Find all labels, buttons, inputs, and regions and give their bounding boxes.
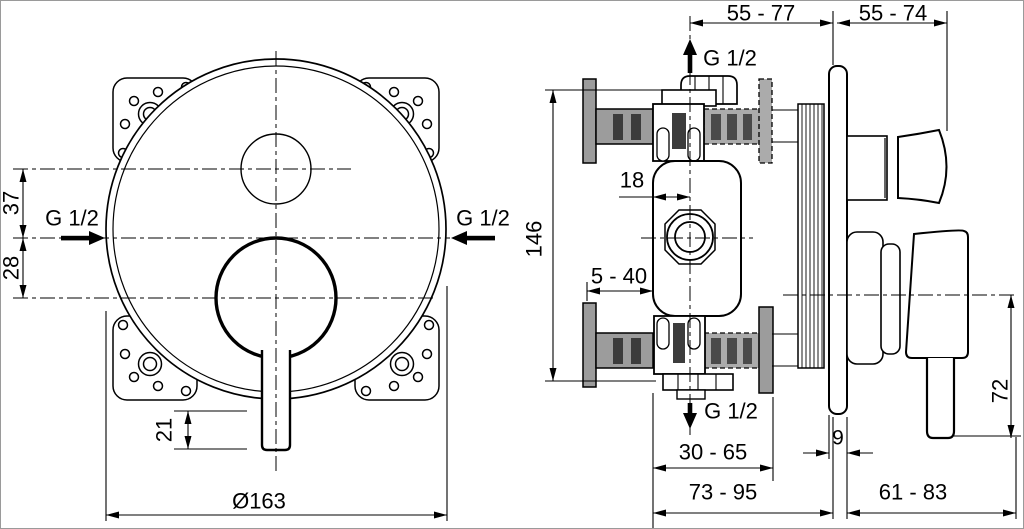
dim-total-depth-rear (653, 417, 834, 519)
escutcheon-plate (828, 65, 848, 415)
dim-72-label: 72 (988, 379, 1013, 403)
dim-61-83-label: 61 - 83 (879, 480, 948, 505)
outlet-top-label: G 1/2 (703, 46, 757, 71)
handle-grip (904, 229, 969, 359)
bottom-port-assembly (582, 302, 798, 400)
top-left-pipe (595, 108, 654, 145)
inlet-left-label: G 1/2 (45, 206, 99, 231)
dim-total-projection (846, 417, 1017, 519)
side-centerlines (689, 16, 1017, 435)
outlet-arrow-top (683, 39, 697, 73)
bottom-left-pipe (595, 332, 654, 369)
dim-rough-in-depth (652, 393, 774, 528)
front-view: 37 28 21 Ø163 G 1/2 G 1/ (1, 51, 510, 521)
dim-21-label: 21 (152, 418, 177, 442)
side-view: 55 - 77 55 - 74 G 1/2 G 1/2 1 (522, 1, 1021, 528)
bottom-right-flange (758, 306, 774, 394)
dim-body-height (545, 89, 662, 382)
dim-lever-protrusion (174, 410, 247, 450)
top-port-assembly (582, 75, 798, 164)
bottom-cap (676, 389, 706, 400)
diverter-knob-side (846, 128, 948, 205)
dim-30-65-label: 30 - 65 (679, 440, 748, 465)
dim-37-label: 37 (1, 191, 24, 215)
dim-depth-behind-wall (690, 11, 834, 65)
inlet-arrow-right (451, 231, 495, 245)
dim-55-74-label: 55 - 74 (859, 1, 928, 26)
top-right-flange-hidden (758, 78, 773, 164)
inlet-right-label: G 1/2 (456, 206, 510, 231)
dim-lever-length (954, 295, 1021, 438)
dim-projection-front (837, 11, 948, 131)
inlet-arrow-left (61, 231, 105, 245)
dim-axis-offset (619, 193, 690, 201)
dim-5-40-label: 5 - 40 (591, 264, 647, 289)
lever-side (925, 358, 956, 440)
dim-plaster-depth (586, 282, 653, 301)
top-left-flange (582, 78, 597, 164)
outlet-bottom-label: G 1/2 (704, 399, 758, 424)
dim-55-77-label: 55 - 77 (727, 1, 796, 26)
dim-9-label: 9 (832, 427, 844, 450)
dim-146-label: 146 (522, 221, 547, 258)
dim-73-95-label: 73 - 95 (689, 480, 758, 505)
dim-plate-diameter (105, 286, 448, 521)
threaded-sleeve (797, 103, 825, 369)
lever-handle-side (846, 229, 969, 440)
dim-18-label: 18 (620, 168, 644, 193)
bottom-left-flange (582, 302, 597, 388)
outlet-arrow-bottom (683, 403, 697, 429)
front-centerlines (13, 51, 450, 473)
dim-28-label: 28 (1, 256, 24, 280)
dim-diameter-label: Ø163 (232, 489, 286, 514)
dim-escutcheon-thickness (803, 415, 873, 459)
dim-vertical-offsets (19, 169, 27, 298)
